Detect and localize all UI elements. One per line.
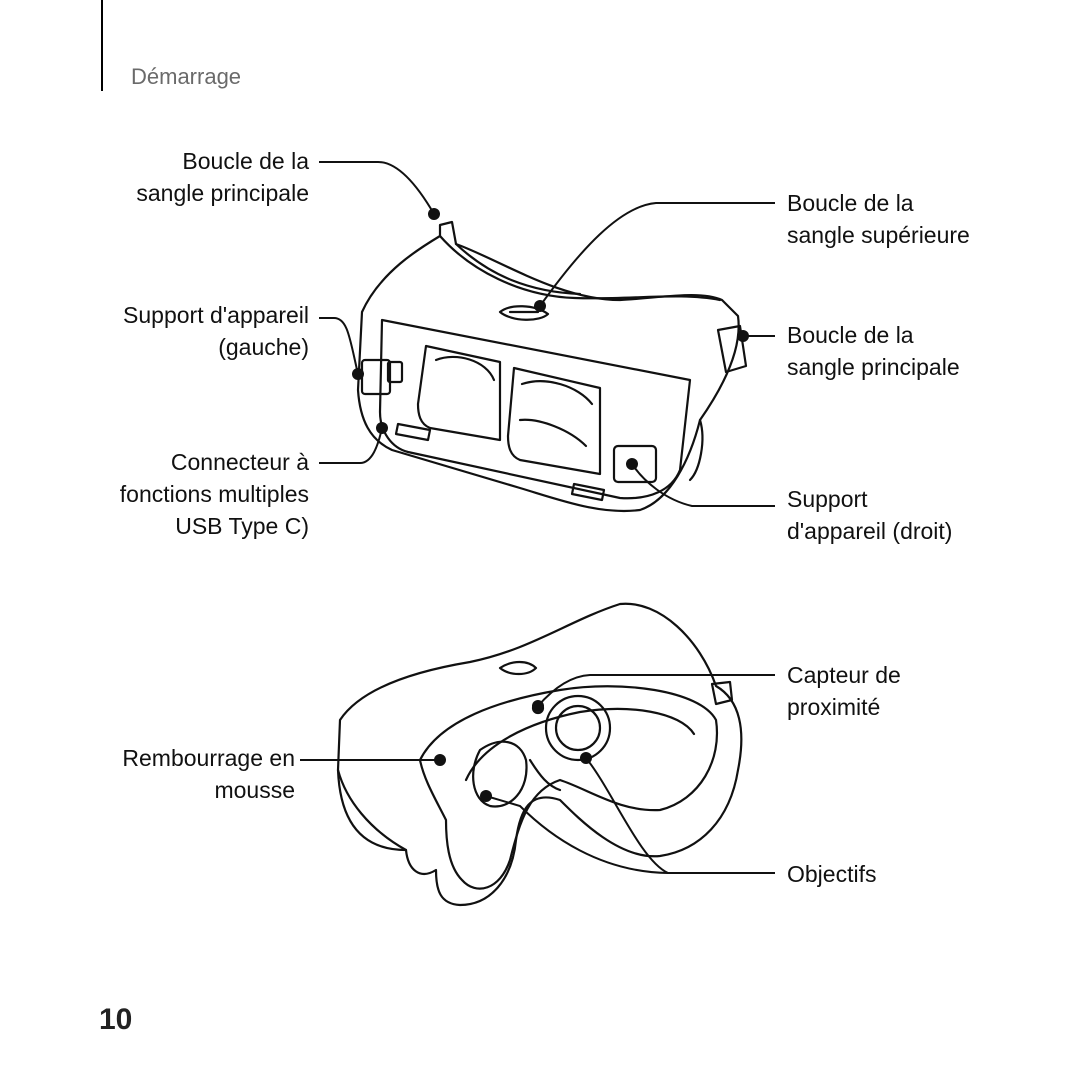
label-main-strap-right: Boucle de la sangle principale [787,322,960,380]
leader-lines [300,161,775,874]
page-number: 10 [99,1003,133,1036]
headset-rear-view [336,602,743,907]
label-usb-connector: Connecteur à fonctions multiples USB Typ… [119,449,309,539]
label-device-holder-left: Support d'appareil (gauche) [123,302,309,360]
label-device-holder-right: Support d'appareil (droit) [787,486,953,544]
label-top-strap: Boucle de la sangle supérieure [787,190,970,248]
header-rule [101,0,103,91]
headset-front-view [356,220,748,513]
label-main-strap-left: Boucle de la sangle principale [136,148,309,206]
label-lenses: Objectifs [787,861,877,887]
label-foam-padding: Rembourrage en mousse [122,745,295,803]
label-proximity-sensor: Capteur de proximité [787,662,901,720]
leader-dots [352,208,749,802]
section-title: Démarrage [131,64,242,89]
